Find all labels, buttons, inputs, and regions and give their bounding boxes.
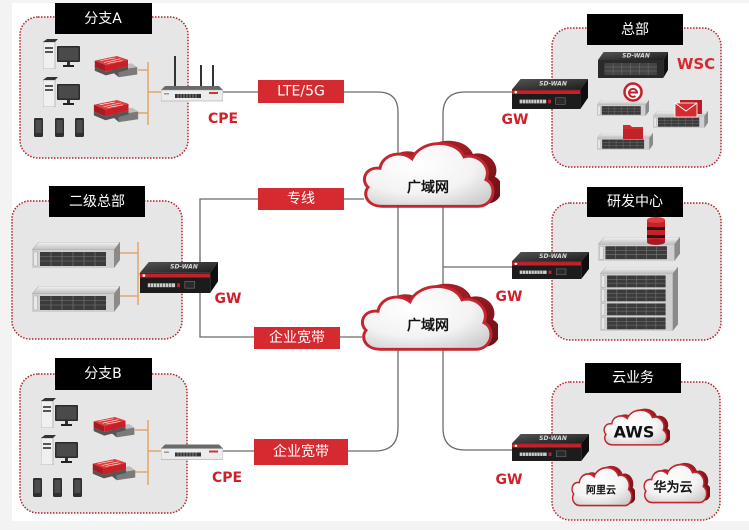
site-title-text: 分支B xyxy=(84,366,122,382)
site-title-cloud: 云业务 xyxy=(585,363,681,393)
lan-wire-branch-b xyxy=(135,420,162,485)
cloud-provider-label: 华为云 xyxy=(653,480,692,496)
sdwan-gateway-icon: SD-WAN xyxy=(512,79,588,109)
site-title-hq: 总部 xyxy=(587,14,683,45)
site-title-branch-b: 分支B xyxy=(55,358,152,390)
wire-right-trunk xyxy=(442,91,513,451)
wire-left-trunk xyxy=(344,91,399,452)
device-brand-text: SD-WAN xyxy=(539,81,567,88)
link-label-broadband-1: 企业宽带 xyxy=(254,327,340,349)
server-rack-icon xyxy=(600,267,678,331)
phone-icon xyxy=(34,118,43,137)
cloud-provider-aws: AWS xyxy=(603,407,670,446)
edge-device-label-rnd: GW xyxy=(496,289,523,305)
server-icon xyxy=(32,286,120,312)
sdwan-gateway-icon: SD-WAN xyxy=(512,434,589,461)
edge-device-label-cloud: GW xyxy=(496,472,523,488)
phone-icon xyxy=(53,478,62,497)
site-title-secondary-hq: 二级总部 xyxy=(49,186,145,217)
web-server-icon xyxy=(597,82,649,116)
wan-cloud-label: 广域网 xyxy=(407,179,449,196)
lan-wire-branch-a xyxy=(138,62,162,125)
link-label-text: LTE/5G xyxy=(277,84,325,100)
sdwan-gateway-icon: SD-WAN xyxy=(140,262,218,293)
device-brand-text: SD-WAN xyxy=(539,253,567,260)
site-title-text: 云业务 xyxy=(612,370,654,386)
cloud-provider-aliyun: 阿里云 xyxy=(571,464,635,507)
phone-icon xyxy=(33,478,42,497)
site-title-text: 二级总部 xyxy=(69,194,125,210)
wsc-label: WSC xyxy=(677,55,715,73)
wan-cloud-upper: 广域网 xyxy=(362,139,500,208)
site-title-text: 分支A xyxy=(84,11,122,27)
lan-wire-secondary-hq xyxy=(120,242,142,305)
server-icon xyxy=(32,242,120,268)
site-title-branch-a: 分支A xyxy=(55,3,152,34)
link-label-lte: LTE/5G xyxy=(258,80,344,103)
mail-server-icon xyxy=(653,100,708,128)
phone-icon xyxy=(55,118,64,137)
link-label-text: 企业宽带 xyxy=(273,443,329,460)
database-icon xyxy=(647,217,665,245)
link-label-leased-line: 专线 xyxy=(258,188,344,210)
file-server-icon xyxy=(597,125,653,150)
site-title-text: 研发中心 xyxy=(607,194,663,210)
site-title-rnd: 研发中心 xyxy=(587,187,683,217)
edge-device-label-branch-a: CPE xyxy=(208,111,238,127)
link-label-text: 企业宽带 xyxy=(269,329,325,346)
cpe-router-icon xyxy=(161,56,223,102)
device-brand-text: SD-WAN xyxy=(170,264,198,271)
device-brand-text: SD-WAN xyxy=(539,435,567,442)
cloud-provider-label: AWS xyxy=(614,423,655,442)
cloud-provider-label: 阿里云 xyxy=(586,485,616,497)
cpe-router-icon xyxy=(161,444,223,461)
link-label-broadband-2: 企业宽带 xyxy=(254,439,348,465)
edge-device-label-hq: GW xyxy=(502,112,529,128)
link-label-text: 专线 xyxy=(287,191,315,207)
sdwan-gateway-icon: SD-WAN xyxy=(512,252,589,279)
database-server-icon xyxy=(598,217,680,261)
edge-device-label-secondary-hq: GW xyxy=(215,291,242,307)
wsc-controller-server-icon: SD-WAN xyxy=(598,52,668,78)
wan-cloud-label: 广域网 xyxy=(407,317,449,334)
device-brand-text: SD-WAN xyxy=(622,53,650,60)
phone-icon xyxy=(73,478,82,497)
wan-cloud-lower: 广域网 xyxy=(360,282,498,351)
cloud-provider-huawei: 华为云 xyxy=(643,461,710,504)
phone-icon xyxy=(75,118,84,137)
edge-device-label-branch-b: CPE xyxy=(212,470,242,486)
site-title-text: 总部 xyxy=(621,22,649,38)
